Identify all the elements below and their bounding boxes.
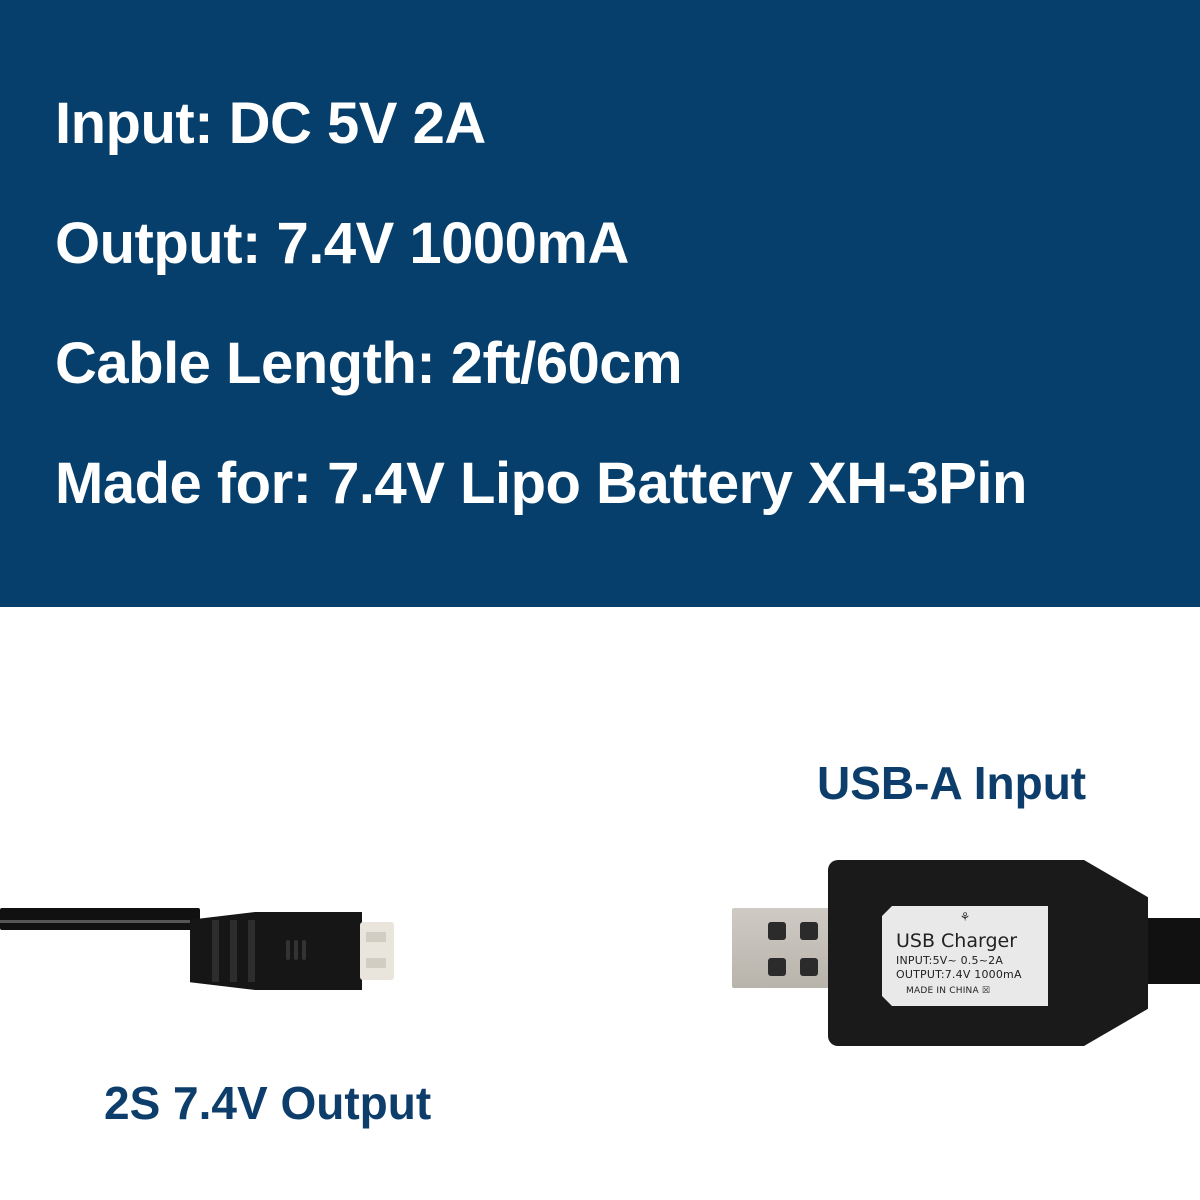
usb-input-label: USB-A Input bbox=[817, 757, 1087, 809]
sticker-origin: MADE IN CHINA ☒ bbox=[906, 986, 991, 996]
spec-banner: Input: DC 5V 2A Output: 7.4V 1000mA Cabl… bbox=[0, 0, 1200, 607]
sticker-input: INPUT:5V~ 0.5~2A bbox=[896, 954, 1004, 967]
xh-pin-header bbox=[360, 922, 394, 980]
sticker-output: OUTPUT:7.4V 1000mA bbox=[896, 968, 1022, 981]
spec-output: Output: 7.4V 1000mA bbox=[55, 211, 629, 276]
usb-a-plug bbox=[732, 908, 832, 988]
battery-output-label: 2S 7.4V Output bbox=[104, 1077, 432, 1129]
charger-label-sticker: ⚘ USB Charger INPUT:5V~ 0.5~2A OUTPUT:7.… bbox=[882, 906, 1048, 1006]
usb-cable-strain-relief bbox=[1148, 918, 1200, 984]
output-cable bbox=[0, 908, 200, 930]
xh-plug-body bbox=[190, 912, 362, 990]
spec-made-for: Made for: 7.4V Lipo Battery XH-3Pin bbox=[55, 451, 1027, 516]
brand-logo-icon: ⚘ bbox=[959, 910, 971, 924]
spec-cable-length: Cable Length: 2ft/60cm bbox=[55, 331, 683, 396]
spec-input: Input: DC 5V 2A bbox=[55, 91, 486, 156]
sticker-title: USB Charger bbox=[896, 930, 1018, 952]
